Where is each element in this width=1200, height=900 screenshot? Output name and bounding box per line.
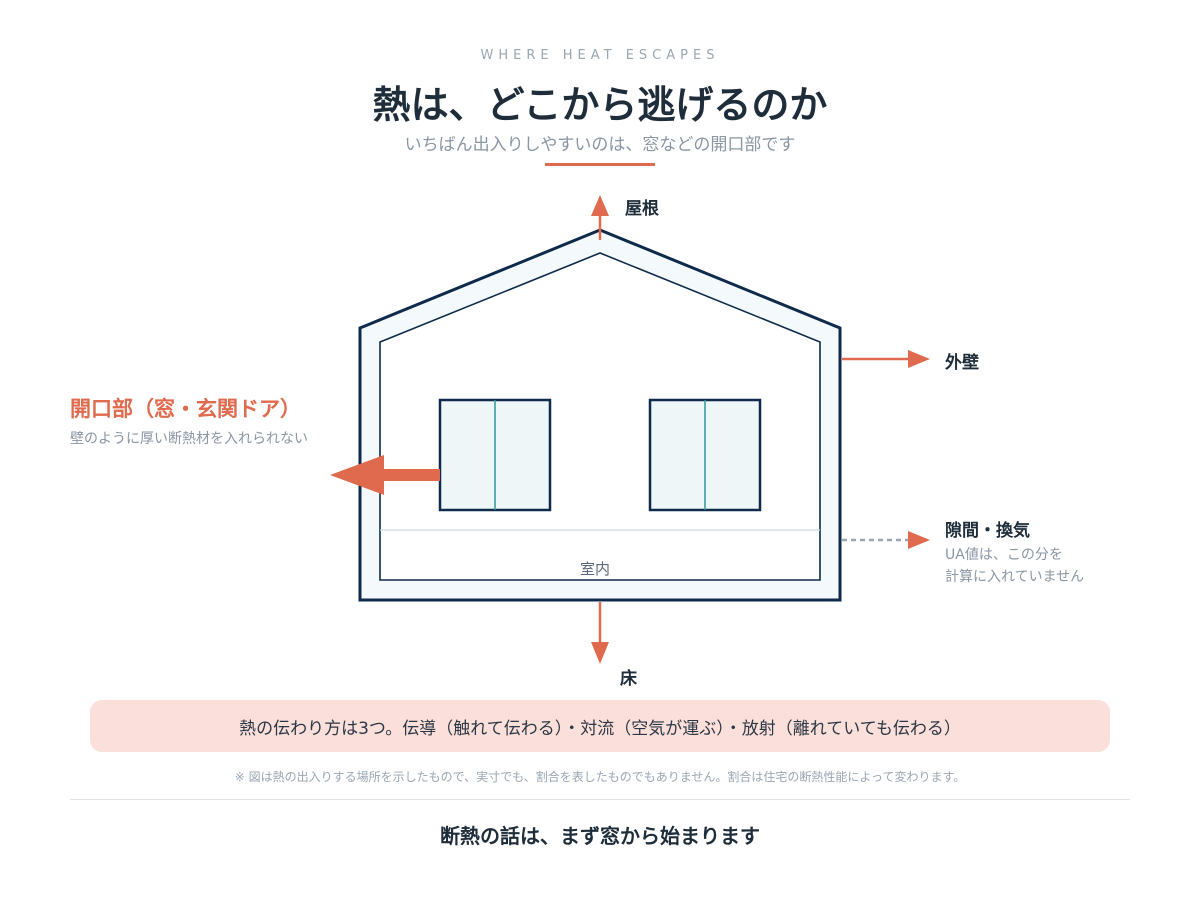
heat-transfer-note: 熱の伝わり方は3つ。伝導（触れて伝わる）・対流（空気が運ぶ）・放射（離れていても…	[90, 700, 1110, 752]
page-title: 熱は、どこから逃げるのか	[372, 83, 828, 127]
gap-heat-arrow	[842, 531, 930, 549]
window-left	[438, 398, 552, 512]
floor-heat-arrow	[591, 602, 609, 664]
title-underline	[545, 163, 655, 166]
gaps-title: 隙間・換気	[945, 521, 1030, 541]
openings-title: 開口部（窓・玄関ドア）	[70, 397, 301, 421]
tagline: 断熱の話は、まず窓から始まります	[440, 824, 760, 848]
opening-heat-arrow	[330, 455, 440, 495]
gaps-desc-line1: UA値は、この分を	[945, 547, 1063, 563]
heat-transfer-note-text: 熱の伝わり方は3つ。伝導（触れて伝わる）・対流（空気が運ぶ）・放射（離れていても…	[239, 718, 961, 739]
eyebrow: WHERE HEAT ESCAPES	[480, 48, 720, 63]
divider	[70, 799, 1130, 800]
wall-label: 外壁	[945, 353, 979, 373]
footnote: ※ 図は熱の出入りする場所を示したもので、実寸でも、割合を表したものでもありませ…	[234, 770, 966, 784]
floor-label: 床	[620, 669, 637, 689]
window-right	[648, 398, 762, 512]
roof-label: 屋根	[625, 199, 659, 219]
page-subtitle: いちばん出入りしやすいのは、窓などの開口部です	[404, 135, 796, 155]
roof-heat-arrow	[591, 195, 609, 240]
interior-label: 室内	[580, 560, 611, 578]
wall-heat-arrow	[842, 350, 930, 368]
openings-desc: 壁のように厚い断熱材を入れられない	[70, 431, 308, 447]
gaps-desc-line2: 計算に入れていません	[945, 569, 1085, 585]
house-diagram	[330, 195, 930, 664]
